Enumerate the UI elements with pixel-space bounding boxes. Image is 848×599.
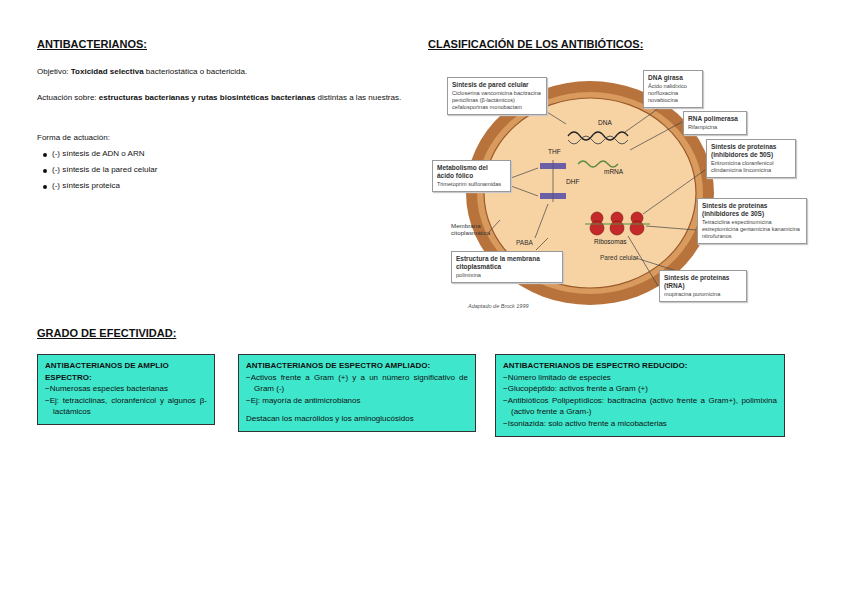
text-label: DNA [598, 119, 612, 126]
box-heading: ANTIBACTERIANOS DE AMPLIO ESPECTRO: [45, 360, 207, 383]
pathway-line [553, 160, 554, 202]
target-callout: RNA polimerasaRifampicina [683, 111, 747, 135]
box-body: −Ej: tetraciclinas, cloranfenicol y algu… [45, 395, 207, 418]
box-heading: ANTIBACTERIANOS DE ESPECTRO AMPLIADO: [246, 360, 468, 372]
box-body: −Activos frente a Gram (+) y a un número… [246, 372, 468, 395]
section-heading: CLASIFICACIÓN DE LOS ANTIBIÓTICOS: [428, 38, 643, 50]
text-label: (-) síntesis de la pared celular [52, 165, 157, 174]
text-label: Membrana citoplasmática [451, 222, 511, 236]
box-body: −Número limitado de especies [503, 372, 777, 384]
box-body: Ácido nalidíxico norfloxacina novabiocin… [648, 83, 698, 104]
box-body: −Antibióticos Polipeptídicos: bacitracin… [503, 395, 777, 418]
spectrum-box: ANTIBACTERIANOS DE ESPECTRO AMPLIADO:−Ac… [238, 354, 476, 432]
text-label: (-) síntesis proteica [52, 181, 120, 190]
bullet-dot [43, 153, 47, 157]
bullet-dot [43, 169, 47, 173]
box-body: Destacan los macrólidos y los aminoglucó… [246, 413, 468, 425]
spectrum-box: ANTIBACTERIANOS DE AMPLIO ESPECTRO:−Nume… [37, 354, 215, 425]
text-line: Objetivo:Toxicidad selectivabacteriostát… [37, 64, 427, 79]
text-label: Pared celular [600, 254, 638, 261]
box-body: Cicloserina vancomicina bacitracina peni… [452, 90, 542, 111]
spectrum-box: ANTIBACTERIANOS DE ESPECTRO REDUCIDO:−Nú… [495, 354, 785, 437]
target-callout: Síntesis de proteínas (tRNA)mupiracina p… [659, 270, 747, 302]
box-heading: Metabolismo del ácido fólico [437, 164, 506, 180]
bullet-dot [43, 185, 47, 189]
box-body: Trimetoprim sulfonamidas [437, 181, 506, 188]
target-callout: Síntesis de proteínas (inhibidores de 30… [697, 198, 807, 244]
box-body: −Numerosas especies bacterianas [45, 383, 207, 395]
target-callout: Síntesis de proteínas (inhibidores de 50… [706, 139, 796, 178]
box-heading: ANTIBACTERIANOS DE ESPECTRO REDUCIDO: [503, 360, 777, 372]
text-label: Actuación sobre: [37, 93, 97, 102]
box-body: −Ej: mayoría de antimicrobianos [246, 395, 468, 407]
text-label: estructuras bacterianas y rutas biosinté… [99, 93, 316, 102]
text-label: DHF [566, 178, 579, 185]
text-label: Objetivo: [37, 67, 69, 76]
box-body: −Glucopéptido: activos frente a Gram (+) [503, 383, 777, 395]
dna-strand [568, 132, 628, 140]
target-callout: DNA girasaÁcido nalidíxico norfloxacina … [643, 70, 703, 108]
mrna-strand [578, 161, 618, 167]
box-heading: Síntesis de proteínas (inhibidores de 30… [702, 202, 802, 218]
text-line: Actuación sobre:estructuras bacterianas … [37, 90, 425, 105]
text-label: Ribosomas [594, 238, 627, 245]
text-label: Toxicidad selectiva [71, 67, 144, 76]
text-label: distintas a las nuestras. [318, 93, 402, 102]
box-body: polimixina [456, 272, 558, 279]
text-label: Adaptado de Brock 1999 [468, 303, 529, 309]
box-body: Eritromicina cloranfenicol clindamicina … [711, 160, 791, 174]
text-label: PABA [516, 239, 533, 246]
text-label: mRNA [604, 168, 623, 175]
box-body: Tetraciclina espectinomicina estreptomic… [702, 219, 802, 240]
text-label: bacteriostática o bactericida. [146, 67, 247, 76]
box-body: −Isoniazida: solo activo frente a micoba… [503, 418, 777, 430]
text-label: Forma de actuación: [37, 133, 110, 142]
box-heading: Síntesis de pared celular [452, 81, 542, 89]
box-heading: DNA girasa [648, 74, 698, 82]
box-heading: RNA polimerasa [688, 115, 742, 123]
text-label: THF [548, 148, 561, 155]
dna-strand [568, 136, 628, 144]
box-heading: Estructura de la membrana citoplasmática [456, 255, 558, 271]
box-body: Rifampicina [688, 124, 742, 131]
target-callout: Síntesis de pared celularCicloserina van… [447, 77, 547, 115]
target-callout: Metabolismo del ácido fólicoTrimetoprim … [432, 160, 511, 192]
section-heading: ANTIBACTERIANOS: [37, 38, 147, 50]
text-label: (-) síntesis de ADN o ARN [52, 149, 144, 158]
box-heading: Síntesis de proteínas (tRNA) [664, 274, 742, 290]
mrna-strand [585, 224, 650, 225]
box-heading: Síntesis de proteínas (inhibidores de 50… [711, 143, 791, 159]
target-callout: Estructura de la membrana citoplasmática… [451, 251, 563, 283]
section-heading: GRADO DE EFECTIVIDAD: [37, 327, 176, 339]
box-body: mupiracina puromicina [664, 291, 742, 298]
